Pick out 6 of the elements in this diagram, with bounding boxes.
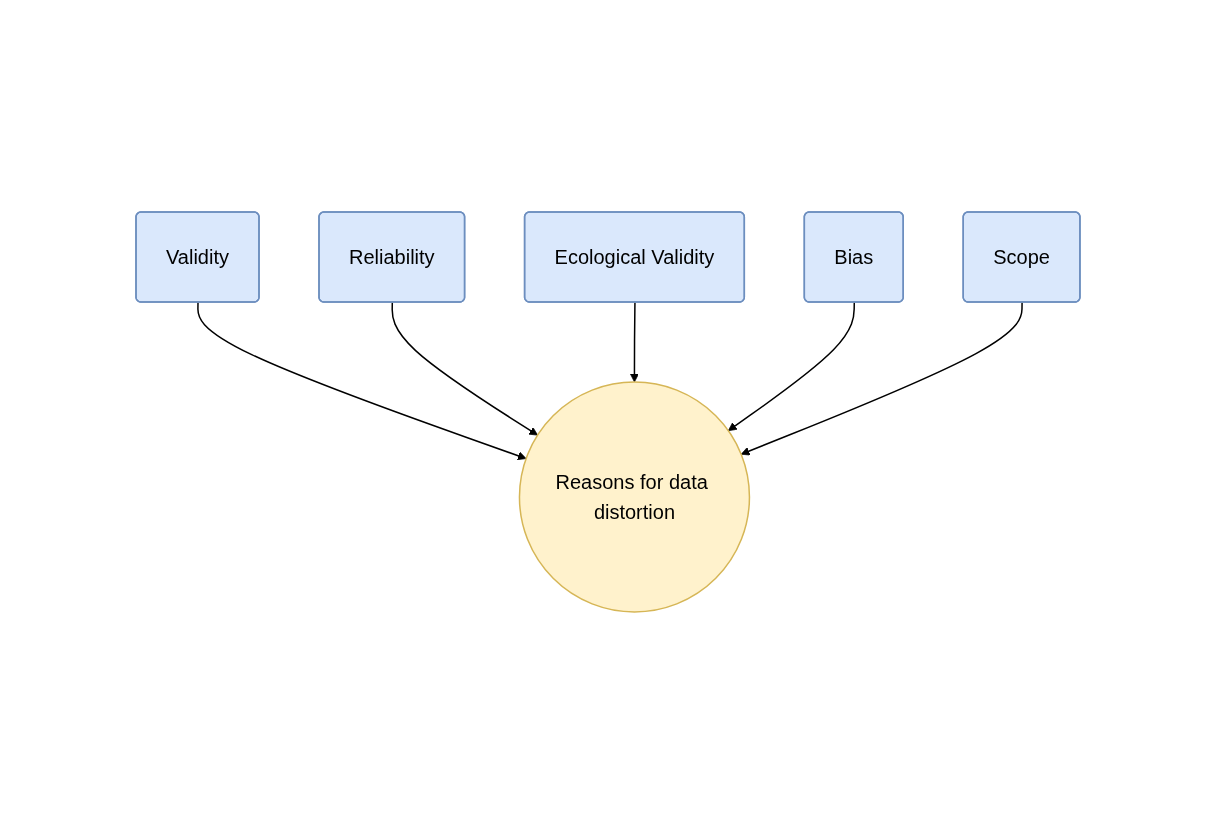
arrow [196, 301, 526, 460]
arrow [391, 301, 538, 435]
arrow [629, 301, 639, 382]
node-circle: Reasons for data distortion [518, 380, 750, 613]
arrow [727, 301, 855, 431]
arrow [740, 301, 1023, 455]
